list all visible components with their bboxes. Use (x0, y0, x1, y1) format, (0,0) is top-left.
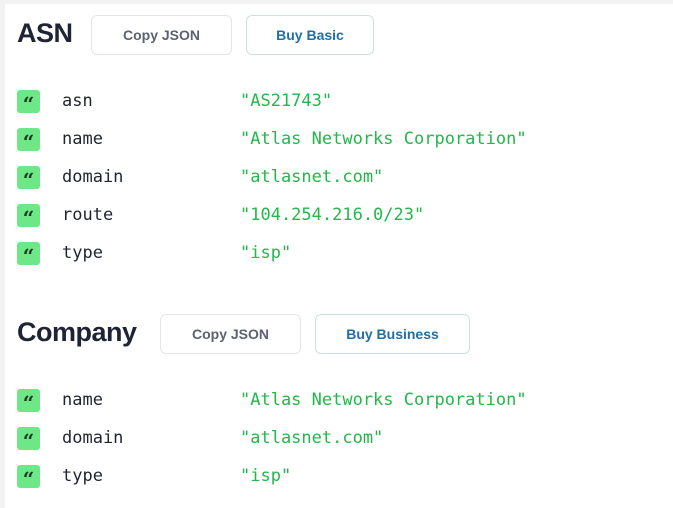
quote-icon: “ (17, 464, 40, 489)
field-key: type (62, 243, 103, 263)
results-panel: ASN Copy JSON Buy Basic “ asn "AS21743"“… (5, 4, 673, 508)
field-value: "isp" (240, 466, 292, 486)
field-value: "Atlas Networks Corporation" (240, 129, 527, 149)
field-key: name (62, 129, 103, 149)
quote-icon: “ (17, 203, 40, 228)
field-key: type (62, 466, 103, 486)
field-value: "104.254.216.0/23" (240, 205, 425, 225)
field-row: “ name "Atlas Networks Corporation" (17, 388, 527, 413)
quote-icon: “ (17, 89, 40, 114)
field-value: "Atlas Networks Corporation" (240, 390, 527, 410)
field-key: domain (62, 428, 124, 448)
field-row: “ domain "atlasnet.com" (17, 426, 383, 451)
buy-business-button[interactable]: Buy Business (315, 314, 470, 354)
asn-heading: ASN (17, 18, 73, 48)
company-heading: Company (17, 317, 137, 347)
field-row: “ asn "AS21743" (17, 89, 332, 114)
field-value: "atlasnet.com" (240, 167, 384, 187)
field-key: asn (62, 91, 93, 111)
field-key: name (62, 390, 103, 410)
copy-json-button[interactable]: Copy JSON (91, 15, 232, 55)
field-value: "isp" (240, 243, 292, 263)
field-row: “ domain "atlasnet.com" (17, 165, 383, 190)
quote-icon: “ (17, 165, 40, 190)
quote-icon: “ (17, 388, 40, 413)
field-row: “ type "isp" (17, 464, 291, 489)
field-row: “ type "isp" (17, 241, 291, 266)
quote-icon: “ (17, 241, 40, 266)
field-key: route (62, 205, 114, 225)
field-key: domain (62, 167, 124, 187)
field-row: “ name "Atlas Networks Corporation" (17, 127, 527, 152)
field-value: "atlasnet.com" (240, 428, 384, 448)
buy-basic-button[interactable]: Buy Basic (246, 15, 374, 55)
quote-icon: “ (17, 127, 40, 152)
quote-icon: “ (17, 426, 40, 451)
copy-json-button[interactable]: Copy JSON (160, 314, 301, 354)
field-value: "AS21743" (240, 91, 333, 111)
field-row: “ route "104.254.216.0/23" (17, 203, 424, 228)
